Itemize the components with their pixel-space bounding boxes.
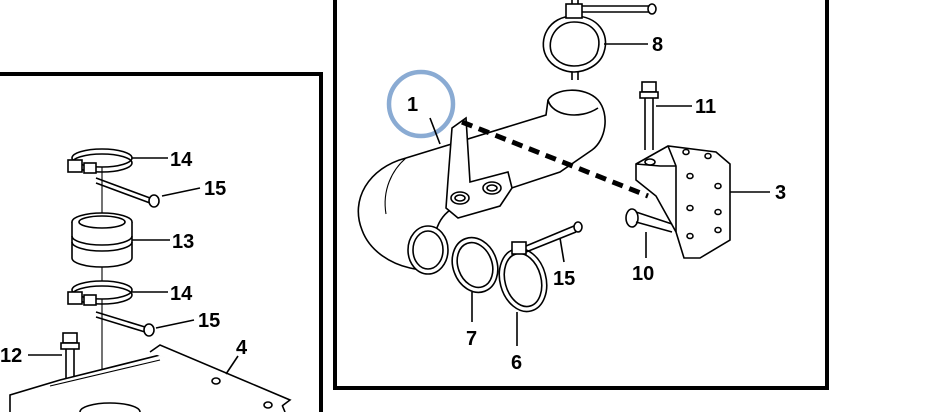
callout-14-bottom: 14 [170, 283, 193, 305]
charge-air-pipe [357, 89, 606, 275]
callout-13: 13 [172, 231, 194, 253]
callout-11: 11 [695, 96, 716, 118]
mounting-plate [9, 344, 292, 412]
callout-15-top: 15 [204, 178, 226, 200]
callout-6: 6 [511, 352, 522, 374]
leader-15-bottom [155, 319, 195, 329]
callout-15-bottom: 15 [198, 310, 220, 332]
callout-7: 7 [466, 328, 477, 350]
highlight-ring [386, 69, 456, 139]
clamp-top [67, 148, 133, 174]
left-panel: 14 15 13 14 15 12 4 [0, 72, 323, 412]
o-ring-7 [451, 236, 499, 294]
callout-15: 15 [553, 268, 575, 290]
leader-4 [225, 355, 239, 375]
callout-4: 4 [236, 337, 248, 359]
callout-3: 3 [775, 182, 786, 204]
callout-14-top: 14 [170, 149, 193, 171]
bolt-10 [625, 208, 673, 233]
clamp-bolt-bottom [95, 311, 155, 337]
right-panel-border [333, 0, 829, 390]
clamp-8 [542, 0, 657, 80]
clamp-6 [498, 221, 583, 313]
right-panel: 8 1 11 3 15 10 7 6 [333, 0, 829, 390]
bolt-11 [639, 81, 659, 150]
leader-15-top [161, 187, 201, 197]
leader-15 [559, 237, 565, 263]
callout-12: 12 [0, 345, 22, 367]
callout-8: 8 [652, 34, 663, 56]
bracket-3 [635, 145, 731, 259]
clamp-bottom [67, 280, 133, 306]
leader-1 [429, 117, 441, 145]
callout-1: 1 [407, 94, 418, 116]
left-panel-border [0, 72, 323, 412]
clamp-bolt-top [95, 177, 160, 208]
dashed-assembly-line [461, 119, 649, 199]
callout-10: 10 [632, 263, 654, 285]
coupling-sleeve [71, 212, 133, 268]
